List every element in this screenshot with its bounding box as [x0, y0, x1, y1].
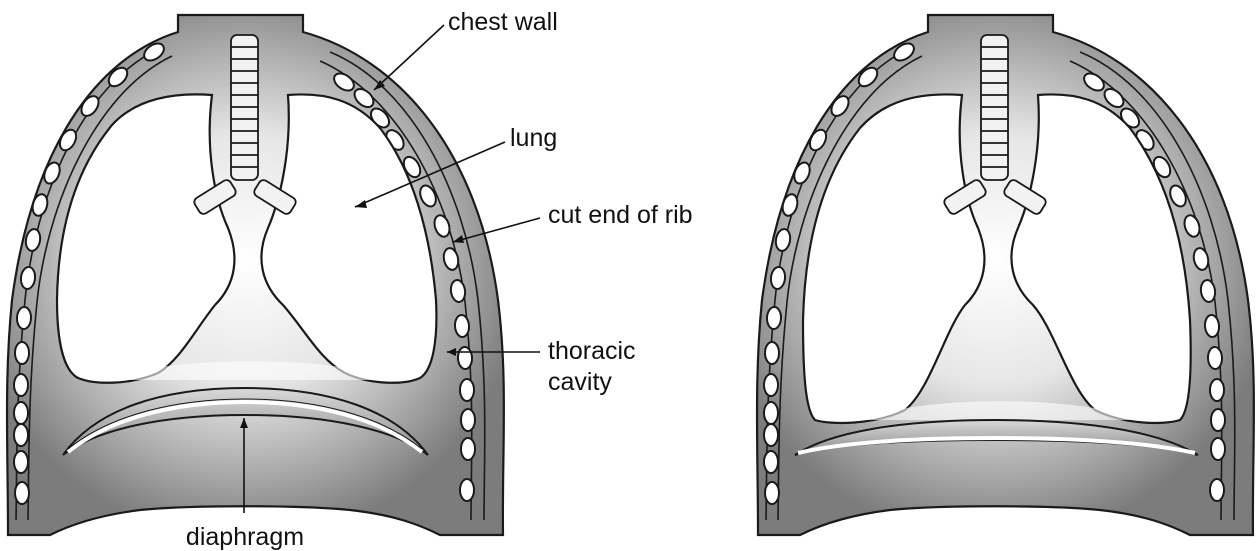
thoracic-cavity-label-line2: cavity	[548, 368, 612, 396]
thoracic-cavity-label-line1: thoracic	[548, 337, 636, 365]
thorax-exhaled	[7, 15, 504, 535]
thorax-inhaled	[757, 15, 1254, 535]
lung-label: lung	[510, 124, 557, 152]
chest-wall-label: chest wall	[448, 8, 558, 36]
cut-end-of-rib-label: cut end of rib	[548, 201, 693, 229]
label-chest-wall: chest wall	[374, 8, 558, 90]
diaphragm-label: diaphragm	[186, 523, 304, 551]
label-cut-end-of-rib: cut end of rib	[453, 201, 693, 243]
